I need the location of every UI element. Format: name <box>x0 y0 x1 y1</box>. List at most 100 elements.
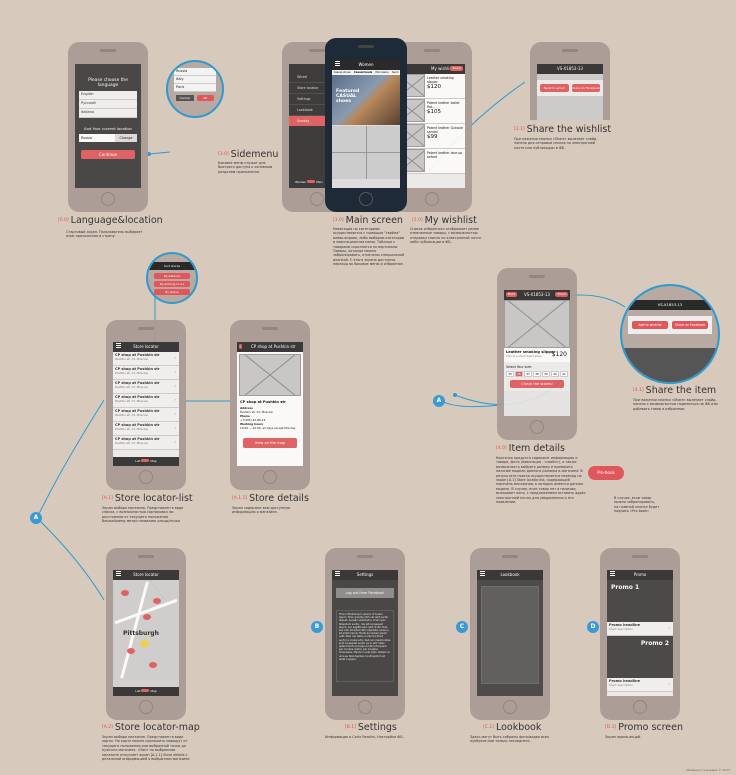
wishlist-item[interactable]: Leather smoking slipper$120 <box>399 74 465 99</box>
current-location-icon <box>139 638 150 649</box>
store-heading: CP shop at Pushkin str <box>240 400 286 404</box>
check-stores-button[interactable]: Check the stores! <box>510 380 564 388</box>
gender-toggle[interactable]: Women Men <box>295 180 323 184</box>
product-tile[interactable] <box>332 153 366 179</box>
sort-option[interactable]: By working hours <box>154 281 190 287</box>
share-item-facebook-button[interactable]: Share on Facebook <box>672 321 708 329</box>
sidemenu-item[interactable]: Wheel <box>289 72 352 83</box>
category-tab[interactable]: Moccasins <box>375 71 389 74</box>
wishlist-item[interactable]: Patent leather ballet flat...$105 <box>399 99 465 124</box>
store-pin[interactable] <box>149 662 157 668</box>
category-tab[interactable]: Casual shoes <box>333 71 351 74</box>
size-option[interactable]: 35 <box>506 371 514 377</box>
marker-a: A <box>433 395 445 407</box>
store-map[interactable]: Pittsburgh <box>113 580 179 680</box>
popup-ok-button[interactable]: Ok <box>196 95 214 101</box>
size-option[interactable]: 40 <box>551 371 559 377</box>
product-tile[interactable] <box>332 126 366 152</box>
sort-option[interactable]: By phone <box>154 289 190 295</box>
chevron-right-icon: › <box>174 411 176 416</box>
store-pin[interactable] <box>121 590 129 596</box>
language-option[interactable]: Italiano <box>79 109 137 118</box>
store-list-label: [A.1]Store locator-list <box>102 493 193 504</box>
continue-button[interactable]: Continue <box>81 150 135 159</box>
store-map-title: Store locator <box>133 572 159 577</box>
promo-banner[interactable]: Promo 1 <box>607 580 673 622</box>
size-option[interactable]: 37 <box>524 371 532 377</box>
view-on-map-button[interactable]: View on the map <box>243 438 297 448</box>
popup-item[interactable]: Russia <box>174 68 216 76</box>
featured-banner[interactable]: Featured CASUAL shoes <box>332 75 400 125</box>
item-share-button[interactable]: Share <box>555 292 568 297</box>
location-field[interactable]: Russia <box>79 134 115 142</box>
sidemenu-item[interactable]: Sunday <box>289 116 352 126</box>
store-pin[interactable] <box>153 598 161 604</box>
size-option[interactable]: 41 <box>560 371 568 377</box>
store-pin[interactable] <box>143 614 151 620</box>
list-map-toggle[interactable]: List Map <box>113 687 179 696</box>
sidemenu-item[interactable]: Store locator <box>289 83 352 94</box>
list-map-toggle[interactable]: List Map <box>113 457 179 466</box>
popup-item[interactable]: Paris <box>174 84 216 92</box>
back-button[interactable]: Back <box>506 292 518 297</box>
facebook-logout-button[interactable]: Log out from Facebook <box>336 588 394 598</box>
send-email-button[interactable]: Send to email <box>540 84 569 92</box>
wishlist-label: [2.0]My wishlist <box>412 215 477 226</box>
prebook-button[interactable]: Pre-book <box>588 466 624 480</box>
wishlist-item-name: Leather smoking slipper <box>427 76 454 84</box>
language-option[interactable]: English <box>79 91 137 100</box>
change-button[interactable]: Change <box>115 134 137 142</box>
share-facebook-button[interactable]: Share on Facebook <box>571 84 600 92</box>
store-name: CP shop at Pushkin str <box>115 395 160 399</box>
promo-banner[interactable]: Promo 2 <box>607 636 673 678</box>
category-tab[interactable]: Casual heels <box>353 71 373 74</box>
category-tab[interactable]: Sand <box>391 71 399 74</box>
location-text: And Your current location <box>84 126 132 131</box>
wishlist-item[interactable]: Patent leather Gutsole sandal$99 <box>399 124 465 149</box>
phone-settings: Settings Log out from Facebook This is P… <box>325 548 405 720</box>
product-tile[interactable] <box>366 153 400 179</box>
store-map-desc: Экран выбора магазина. Представлен в вид… <box>102 735 191 762</box>
phone-main: Women Casual shoes Casual heels Moccasin… <box>325 38 407 212</box>
promo-title: Promo <box>633 572 647 577</box>
size-option[interactable]: 38 <box>533 371 541 377</box>
language-label: [0.0]Language&location <box>58 215 163 226</box>
item-price: $120 <box>551 351 567 358</box>
sidemenu-label: [3.0]Sidemenu <box>218 149 279 160</box>
wishlist-item[interactable]: Patent leather lace-up oxford <box>399 149 465 174</box>
main-title: Women <box>358 62 374 67</box>
phone-share-wishlist: VS-X1853-13 Send to email Share on Faceb… <box>530 42 610 120</box>
product-tile[interactable] <box>366 126 400 152</box>
lookbook-image[interactable] <box>481 586 539 684</box>
popup-item[interactable]: Italy <box>174 76 216 84</box>
size-option[interactable]: 39 <box>542 371 550 377</box>
wishlist-item-name: Patent leather ballet flat... <box>427 101 460 109</box>
wishlist-share-button[interactable]: Share <box>450 66 463 71</box>
marker-b: B <box>311 621 323 633</box>
sidemenu-item[interactable]: Settings <box>289 94 352 105</box>
store-address: Pushkin str 13, Moscow <box>115 357 148 361</box>
store-address: Pushkin str 13, Moscow <box>115 385 148 389</box>
popup-cancel-button[interactable]: Cancel <box>176 95 194 101</box>
store-phone[interactable]: +7(495)-45-86-16 <box>240 418 266 422</box>
language-option[interactable]: Русский <box>79 100 137 109</box>
item-photo[interactable] <box>504 300 570 348</box>
wishlist-item-price: $99 <box>427 134 438 140</box>
add-wishlist-button[interactable]: Add to wishlist <box>632 321 668 329</box>
store-pin[interactable] <box>127 648 135 654</box>
size-option[interactable]: 36 <box>515 371 523 377</box>
sort-popup-zoom: Sort stores By distance By working hours… <box>146 252 198 304</box>
store-address: Pushkin str 13, Moscow <box>115 441 148 445</box>
sidemenu-item[interactable]: Lookbook <box>289 105 352 116</box>
sort-option[interactable]: By distance <box>154 273 190 279</box>
